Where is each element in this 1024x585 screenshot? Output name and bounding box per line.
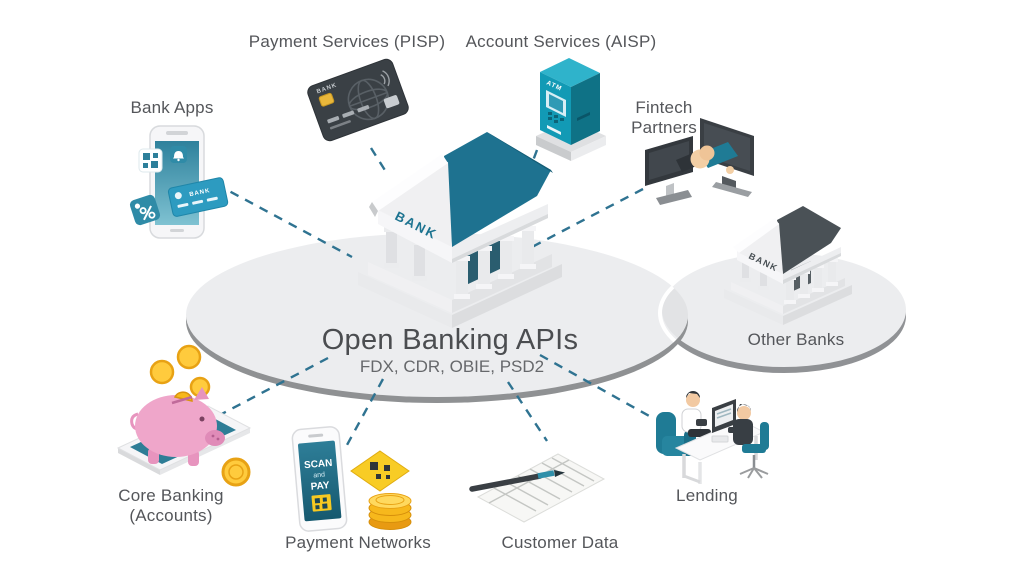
chair-base — [739, 467, 769, 479]
pen — [469, 470, 565, 492]
connector-core-banking — [217, 356, 329, 418]
app-card-sign-text: BANK — [189, 188, 211, 198]
central-bank-building-icon: BANK — [358, 132, 562, 328]
mobile-banking-app-icon: BANK — [129, 125, 229, 239]
other-bank-roof — [777, 206, 841, 274]
scan-pay-phone: SCAN and PAY — [291, 426, 348, 532]
connector-payment-services — [369, 147, 390, 176]
discount-tag — [129, 194, 161, 226]
credit-card-icon: BANK — [307, 58, 409, 142]
hub-title: Open Banking APIs — [321, 324, 579, 356]
bank-roof — [444, 132, 551, 247]
label-account-services: Account Services (AISP) — [465, 32, 657, 51]
qr-code-tile — [350, 450, 410, 492]
app-tile-bell — [170, 146, 187, 163]
other-bank-pediment — [737, 223, 783, 274]
coin — [221, 457, 251, 487]
label-core-banking: Core Banking (Accounts) — [118, 486, 223, 526]
atm-machine-icon: ATM — [536, 58, 606, 161]
connector-fintech-partners — [531, 187, 644, 249]
label-payment-services: Payment Services (PISP) — [248, 32, 446, 51]
card-globe-graphic — [347, 78, 390, 121]
label-payment-networks: Payment Networks — [285, 533, 431, 552]
connector-lending — [539, 353, 652, 419]
label-customer-data: Customer Data — [501, 533, 619, 552]
atm-keypad — [548, 112, 564, 123]
label-core-banking-line1: Core Banking — [118, 486, 224, 505]
bank-pediment — [378, 162, 452, 247]
label-bank-apps: Bank Apps — [130, 98, 214, 117]
piggy-bank-icon — [116, 344, 252, 487]
pay-text: PAY — [310, 480, 330, 493]
falling-coins — [149, 344, 211, 398]
piggy — [130, 387, 225, 466]
other-bank-building-icon: BANK — [724, 206, 852, 325]
scan-text: SCAN — [304, 458, 333, 471]
loan-meeting-icon — [656, 391, 769, 484]
atm-cash-slot — [547, 125, 561, 135]
handshake-monitors-icon — [645, 118, 754, 205]
scan-pay-phone-icon: SCAN and PAY — [291, 426, 412, 532]
platform-separator-arc — [658, 252, 688, 374]
lending-monitor — [712, 399, 736, 433]
app-tile-qr — [138, 148, 163, 173]
label-core-banking-line2: (Accounts) — [129, 506, 213, 525]
connectors — [215, 147, 652, 446]
partner-monitor-left — [645, 136, 693, 205]
lending-officer — [728, 404, 769, 479]
and-text: and — [313, 471, 325, 479]
label-fintech-partners: Fintech Partners — [631, 98, 697, 138]
atm-card-slot — [577, 112, 590, 121]
label-fintech-line1: Fintech — [635, 98, 693, 117]
floating-bank-card: BANK — [167, 177, 229, 217]
connector-payment-networks — [345, 378, 385, 446]
form-lines — [488, 457, 595, 512]
contactless-icon — [380, 70, 390, 87]
label-other-banks: Other Banks — [747, 330, 845, 349]
coin-stack — [368, 493, 412, 530]
bank-columns-right — [454, 226, 536, 299]
label-lending: Lending — [676, 486, 738, 505]
hub-subtitle: FDX, CDR, OBIE, PSD2 — [359, 357, 545, 376]
label-fintech-line2: Partners — [631, 118, 697, 137]
connector-customer-data — [506, 381, 549, 442]
document-pen-icon — [469, 453, 606, 523]
